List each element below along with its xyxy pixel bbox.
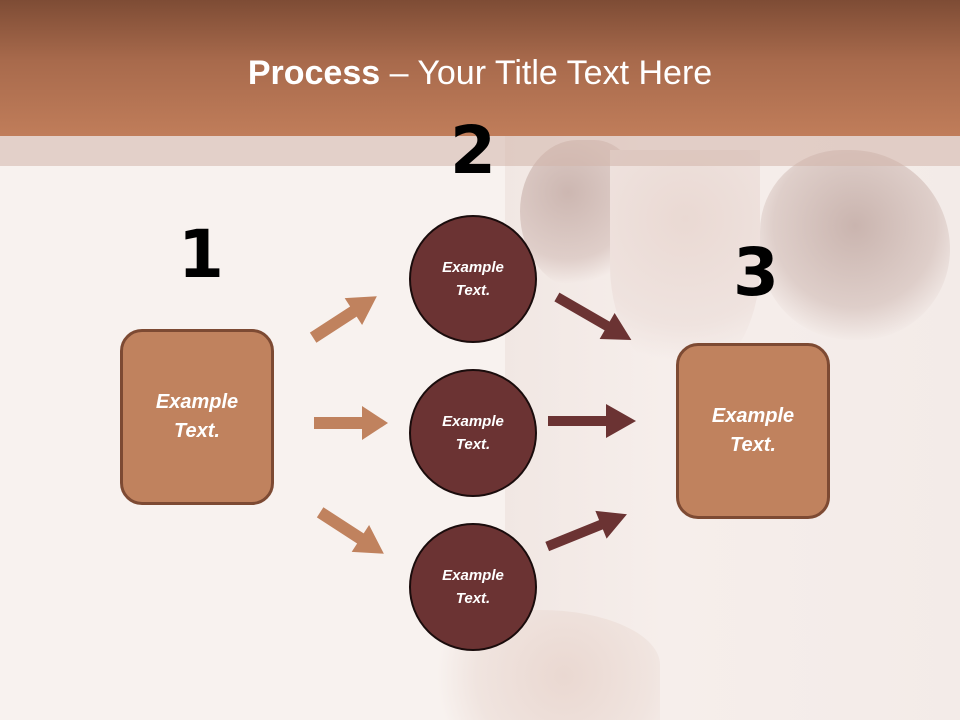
title-band	[0, 0, 960, 136]
step-3-text-line2: Text.	[730, 434, 776, 456]
background-figure	[610, 150, 760, 380]
step-number-3: 3	[733, 234, 779, 311]
circle-bottom-text-line2: Text.	[455, 590, 491, 607]
circle-top-text-line1: Example	[442, 259, 504, 276]
arrow-1-to-bottom	[316, 507, 384, 554]
circle-bottom-text-line1: Example	[442, 567, 504, 584]
background-hair-right	[760, 150, 950, 340]
circle-top-text-line2: Text.	[455, 282, 491, 299]
step-3-text-line1: Example	[711, 405, 795, 427]
title-rest: – Your Title Text Here	[380, 54, 713, 92]
title-sub-band	[0, 136, 960, 166]
title-bold: Process	[247, 54, 381, 92]
step-number-1: 1	[178, 216, 224, 293]
circle-middle-text-line2: Text.	[455, 436, 491, 453]
step-1-text-line2: Text.	[174, 420, 220, 442]
arrow-bottom-to-3	[545, 510, 627, 552]
arrow-top-to-3	[554, 292, 632, 340]
arrow-1-to-top	[309, 296, 377, 343]
slide-title: Process – Your Title Text Here	[0, 54, 960, 93]
step-number-2: 2	[450, 112, 496, 189]
step-1-text-line1: Example	[155, 391, 239, 413]
circle-middle-text-line1: Example	[442, 413, 504, 430]
arrow-middle-to-3	[548, 404, 636, 438]
arrow-1-to-middle	[314, 406, 388, 440]
